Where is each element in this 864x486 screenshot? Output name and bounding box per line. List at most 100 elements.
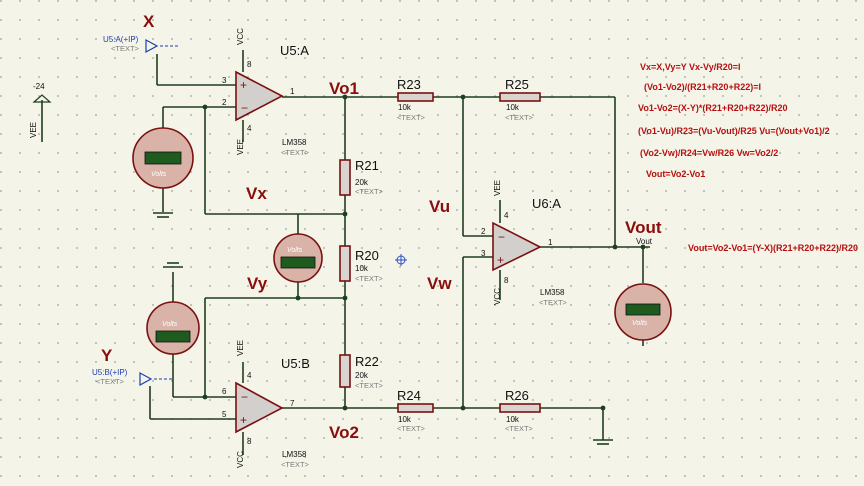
pin-number: 3 (222, 76, 227, 85)
crosshair-icon (395, 254, 407, 266)
resistor-r26[interactable]: R26 10k <TEXT> (499, 388, 541, 433)
pin-number: 3 (481, 249, 486, 258)
opamp-ref: U5:B (281, 356, 310, 371)
resistor-r20[interactable]: R20 10k <TEXT> (339, 245, 384, 283)
label-vout: Vout (625, 218, 662, 237)
label-y: Y (101, 346, 113, 365)
pin-number: 2 (481, 227, 486, 236)
opamp-text: <TEXT> (539, 298, 568, 307)
resistor-text: <TEXT> (355, 381, 384, 390)
voltmeter-vx[interactable]: Volts (132, 127, 194, 189)
pin-number: 8 (247, 437, 252, 446)
voltmeter-label: Volts (162, 321, 178, 328)
equation-3: Vo1-Vo2=(X-Y)*(R21+R20+R22)/R20 (638, 103, 787, 113)
port-u5a-input[interactable]: X U5:A(+IP) <TEXT> (103, 12, 180, 54)
resistor-value: 10k (506, 103, 520, 112)
port-u5a-text: <TEXT> (111, 44, 140, 53)
vee-supply-name: VEE (29, 122, 38, 138)
voltmeter-label: Volts (287, 247, 303, 254)
equation-2: (Vo1-Vo2)/(R21+R20+R22)=I (644, 82, 761, 92)
minus-sign: − (241, 390, 248, 404)
opamp-u5b[interactable]: − + 6 5 7 4 8 VEE VCC U5:B LM358 <TEXT> (222, 340, 310, 469)
resistor-text: <TEXT> (355, 274, 384, 283)
minus-sign: − (498, 230, 505, 244)
resistor-ref: R25 (505, 77, 529, 92)
resistor-r21[interactable]: R21 20k <TEXT> (339, 158, 384, 196)
equation-5: (Vo2-Vw)/R24=Vw/R26 Vw=Vo2/2 (640, 148, 778, 158)
resistor-text: <TEXT> (397, 424, 426, 433)
opamp-u6a[interactable]: − + 2 3 1 4 8 VEE VCC U6:A LM358 <TEXT> (481, 180, 568, 307)
resistor-value: 10k (355, 264, 369, 273)
resistor-r25[interactable]: R25 10k <TEXT> (499, 77, 541, 122)
label-vo1: Vo1 (329, 79, 359, 98)
vcc-label: VCC (236, 28, 245, 45)
port-u5b-input[interactable]: Y U5:B(+IP) <TEXT> (92, 346, 174, 387)
pin-number: 4 (504, 211, 509, 220)
wires (149, 50, 650, 455)
equation-block: Vx=X,Vy=Y Vx-Vy/R20=I (Vo1-Vo2)/(R21+R20… (638, 62, 858, 253)
opamp-text: <TEXT> (281, 460, 310, 469)
vee-label: VEE (236, 340, 245, 356)
vee-supply-terminal[interactable]: -24 VEE (29, 82, 52, 142)
resistor-r22[interactable]: R22 20k <TEXT> (339, 354, 384, 390)
opamp-ref: U5:A (280, 43, 309, 58)
pin-number: 6 (222, 387, 227, 396)
plus-sign: + (240, 78, 247, 92)
resistor-ref: R20 (355, 248, 379, 263)
pin-number: 4 (247, 371, 252, 380)
final-equation: Vout=Vo2-Vo1=(Y-X)(R21+R20+R22)/R20 (688, 243, 858, 253)
port-u5b-name: U5:B(+IP) (92, 368, 128, 377)
pin-number: 2 (222, 98, 227, 107)
resistor-ref: R22 (355, 354, 379, 369)
voltmeter-body (146, 301, 200, 355)
voltmeter-label: Volts (632, 320, 648, 327)
plus-sign: + (240, 413, 247, 427)
voltmeter-y[interactable]: Volts (146, 301, 200, 355)
ground-icon (593, 439, 613, 445)
net-labels: Vo1 Vx Vy Vu Vw Vo2 Vout Vout (246, 79, 662, 442)
voltmeter-display (280, 256, 316, 269)
opamp-model: LM358 (282, 138, 307, 147)
pin-number: 4 (247, 124, 252, 133)
opamp-model: LM358 (282, 450, 307, 459)
pin-number: 8 (247, 60, 252, 69)
pin-number: 1 (548, 238, 553, 247)
minus-sign: − (241, 101, 248, 115)
opamp-u5a[interactable]: + − 3 2 1 8 4 VCC VEE U5:A LM358 <TEXT> (222, 28, 310, 157)
opamp-model: LM358 (540, 288, 565, 297)
opamp-triangle-icon (235, 381, 284, 434)
resistor-ref: R24 (397, 388, 421, 403)
vee-label: VEE (493, 180, 502, 196)
voltmeter-display (144, 151, 182, 165)
equation-4: (Vo1-Vu)/R23=(Vu-Vout)/R25 Vu=(Vout+Vo1)… (638, 126, 830, 136)
voltmeter-vout[interactable]: Volts (614, 283, 672, 341)
opamp-triangle-icon (235, 70, 284, 122)
voltmeter-display (155, 330, 191, 343)
label-vu: Vu (429, 197, 450, 216)
resistor-r23[interactable]: R23 10k <TEXT> (397, 77, 434, 122)
resistor-r24[interactable]: R24 10k <TEXT> (397, 388, 434, 433)
resistor-value: 20k (355, 178, 369, 187)
resistor-body (397, 403, 434, 413)
opamp-ref: U6:A (532, 196, 561, 211)
net-vout-small: Vout (636, 237, 653, 246)
resistor-body (339, 354, 351, 388)
resistor-ref: R21 (355, 158, 379, 173)
ground-icon (163, 262, 183, 268)
port-arrow-icon (139, 371, 153, 387)
voltmeter-display (625, 303, 661, 316)
resistor-value: 20k (355, 371, 369, 380)
label-x: X (143, 12, 155, 31)
vcc-label: VCC (236, 451, 245, 468)
voltmeter-vy[interactable]: Volts (273, 233, 323, 283)
vee-label: VEE (236, 139, 245, 155)
equation-1: Vx=X,Vy=Y Vx-Vy/R20=I (640, 62, 741, 72)
resistor-text: <TEXT> (505, 113, 534, 122)
resistor-body (339, 245, 351, 282)
resistor-body (499, 403, 541, 413)
resistor-ref: R26 (505, 388, 529, 403)
ground-icon (153, 212, 173, 218)
label-vx: Vx (246, 184, 267, 203)
pin-number: 5 (222, 410, 227, 419)
